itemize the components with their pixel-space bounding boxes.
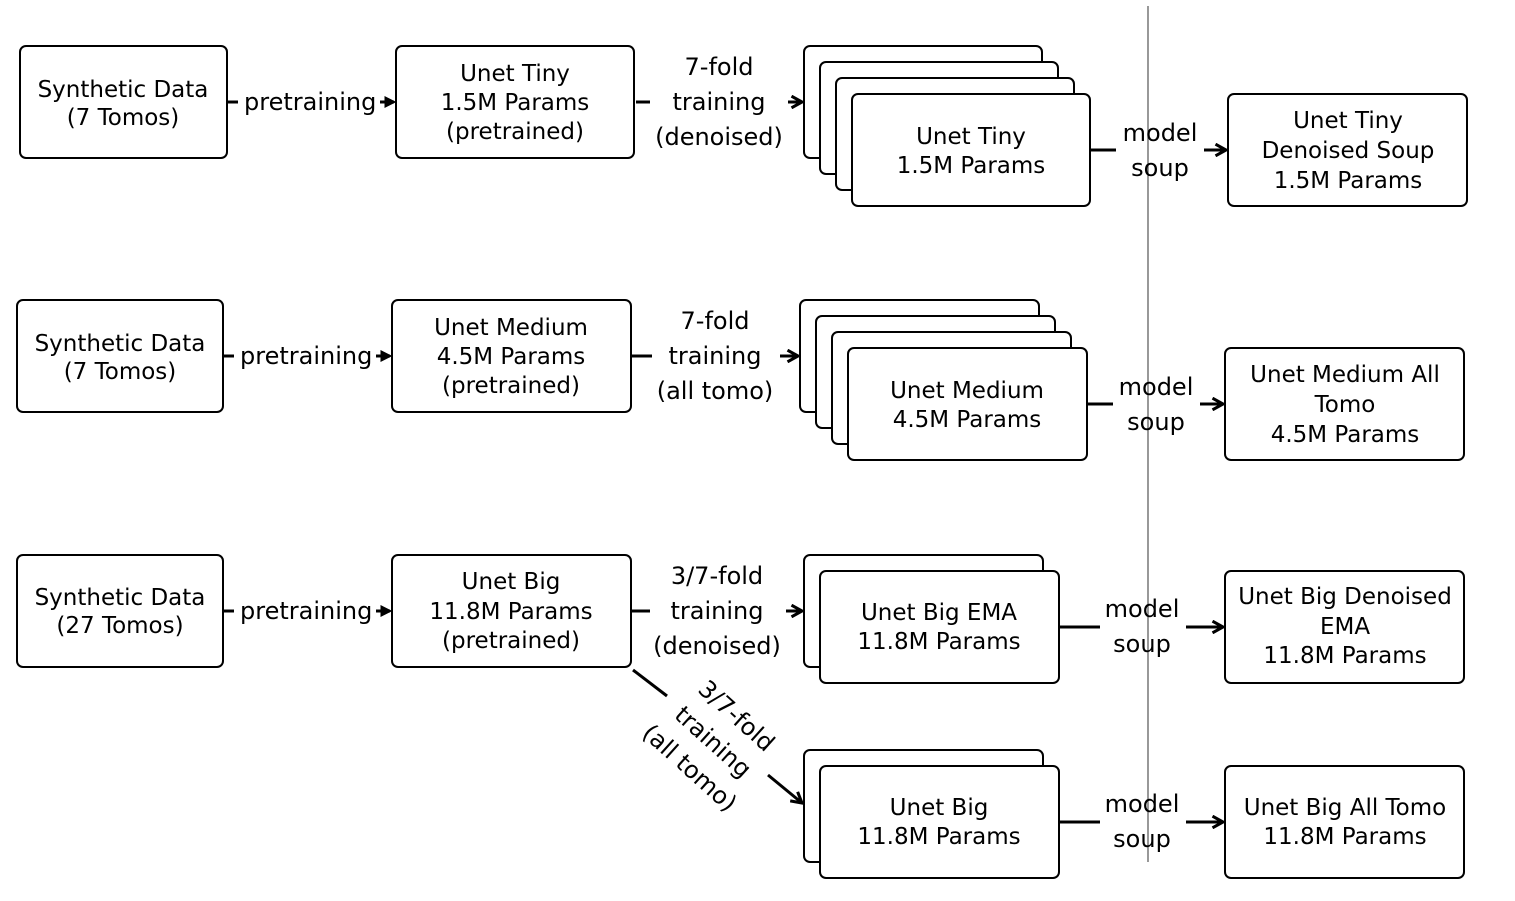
synthetic-data-count: (7 Tomos)	[64, 359, 177, 385]
training-label-fold: 3/7-fold	[671, 562, 763, 590]
fold-model-box	[851, 93, 1091, 207]
training-label-data: (all tomo)	[657, 377, 774, 405]
training-label-word: training	[669, 342, 762, 370]
soup-label-soup: soup	[1113, 630, 1171, 658]
fold-model-params: 11.8M Params	[857, 629, 1020, 655]
pretrained-model-params: 11.8M Params	[429, 599, 592, 625]
fold-model-params: 11.8M Params	[857, 824, 1020, 850]
training-label-data: (denoised)	[655, 123, 783, 151]
pretrained-model-tag: (pretrained)	[446, 119, 584, 145]
pretraining-label: pretraining	[240, 597, 372, 625]
pretrained-model-tag: (pretrained)	[442, 628, 580, 654]
pretraining-label: pretraining	[244, 88, 376, 116]
fold-model-name: Unet Big	[890, 795, 989, 821]
fold-model-box	[819, 570, 1060, 684]
result-model-line-2: Tomo	[1314, 392, 1376, 418]
fold-model-name: Unet Tiny	[916, 124, 1026, 150]
soup-label-model: model	[1105, 595, 1180, 623]
synthetic-data-label: Synthetic Data	[35, 331, 206, 357]
row-big: Synthetic Data (27 Tomos) pretraining Un…	[16, 554, 1465, 879]
result-model-line-2: 11.8M Params	[1263, 824, 1426, 850]
pretrained-model-tag: (pretrained)	[442, 373, 580, 399]
fold-model-params: 1.5M Params	[897, 153, 1046, 179]
result-model-line-1: Unet Big Denoised	[1238, 584, 1452, 610]
fold-model-name: Unet Big EMA	[861, 600, 1017, 626]
soup-label-soup: soup	[1131, 154, 1189, 182]
result-model-line-3: 4.5M Params	[1271, 422, 1420, 448]
result-model-box	[1224, 765, 1465, 879]
synthetic-data-box	[16, 554, 224, 668]
result-model-box	[1227, 93, 1468, 207]
result-model-line-1: Unet Medium All	[1250, 362, 1440, 388]
training-label-word: training	[671, 597, 764, 625]
pretrained-model-box	[391, 299, 632, 413]
soup-label-model: model	[1123, 119, 1198, 147]
result-model-box	[1224, 570, 1465, 684]
result-model-line-1: Unet Big All Tomo	[1244, 795, 1447, 821]
synthetic-data-label: Synthetic Data	[38, 77, 209, 103]
result-model-line-3: 1.5M Params	[1274, 168, 1423, 194]
result-model-box	[1224, 347, 1465, 461]
fold-model-params: 4.5M Params	[893, 407, 1042, 433]
training-label-word: training	[673, 88, 766, 116]
pretrained-model-params: 4.5M Params	[437, 344, 586, 370]
synthetic-data-count: (27 Tomos)	[56, 613, 183, 639]
soup-label-model: model	[1119, 373, 1194, 401]
fold-model-name: Unet Medium	[890, 378, 1044, 404]
result-model-line-3: 11.8M Params	[1263, 643, 1426, 669]
training-label-data: (denoised)	[653, 632, 781, 660]
result-model-line-2: EMA	[1320, 614, 1370, 640]
pretrained-model-box	[395, 45, 635, 159]
pretrained-model-name: Unet Medium	[434, 315, 588, 341]
synthetic-data-label: Synthetic Data	[35, 585, 206, 611]
soup-label-model: model	[1105, 790, 1180, 818]
training-label-fold: 7-fold	[685, 53, 754, 81]
soup-label-soup: soup	[1127, 408, 1185, 436]
pretrained-model-params: 1.5M Params	[441, 90, 590, 116]
fold-model-box	[819, 765, 1060, 879]
fold-model-box	[847, 347, 1088, 461]
result-model-line-2: Denoised Soup	[1262, 138, 1435, 164]
row-tiny: Synthetic Data (7 Tomos) pretraining Une…	[19, 45, 1468, 207]
pretrained-model-name: Unet Big	[462, 569, 561, 595]
diagonal-training-connector	[632, 668, 668, 698]
synthetic-data-box	[16, 299, 224, 413]
synthetic-data-count: (7 Tomos)	[67, 105, 180, 131]
soup-label-soup: soup	[1113, 825, 1171, 853]
pretraining-label: pretraining	[240, 342, 372, 370]
training-label-fold: 7-fold	[681, 307, 750, 335]
pretrained-model-name: Unet Tiny	[460, 61, 570, 87]
synthetic-data-box	[19, 45, 228, 159]
row-medium: Synthetic Data (7 Tomos) pretraining Une…	[16, 299, 1465, 461]
result-model-line-1: Unet Tiny	[1293, 108, 1403, 134]
pretrained-model-box	[391, 554, 632, 668]
diagonal-training-arrow	[767, 773, 802, 803]
